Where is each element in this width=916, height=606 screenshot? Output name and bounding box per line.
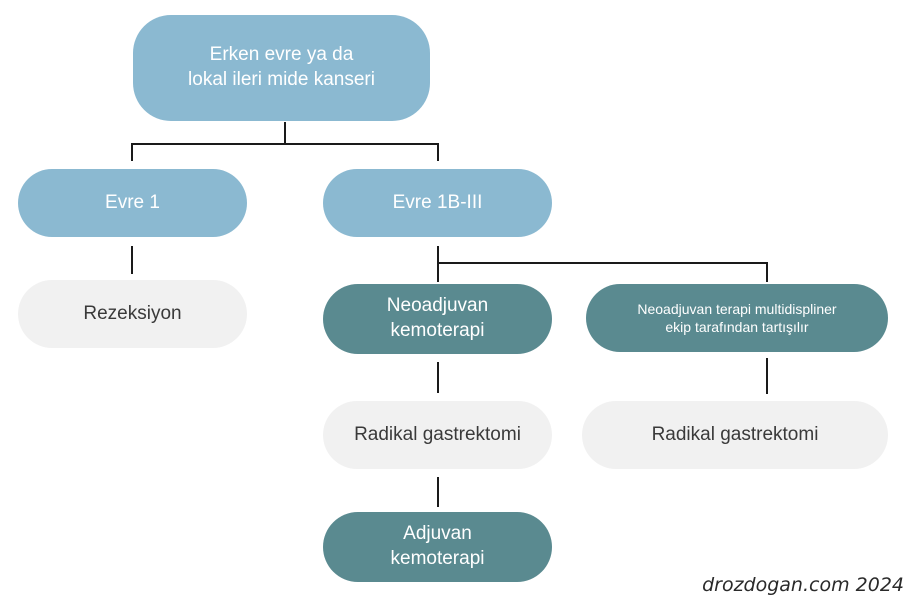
node-stage1-label: Evre 1	[105, 191, 160, 213]
node-stage1b3-label: Evre 1B-III	[392, 191, 483, 213]
connector-stage1b3-down	[437, 246, 439, 282]
connector-neochemo-radical	[437, 362, 439, 393]
node-radical-right-label: Radikal gastrektomi	[651, 423, 819, 445]
node-neoadjuvan-discussed-label: Neoadjuvan terapi multidispliner ekip ta…	[637, 300, 837, 335]
watermark-credit: drozdogan.com 2024	[702, 574, 904, 596]
node-radical-gastrectomy-left: Radikal gastrektomi	[323, 401, 552, 469]
connector-radical-adjuvan	[437, 477, 439, 507]
connector-to-neo-discussed	[766, 262, 768, 282]
connector-stage1-resection	[131, 246, 133, 274]
node-root: Erken evre ya da lokal ileri mide kanser…	[133, 15, 430, 121]
connector-to-stage1	[131, 143, 133, 161]
node-stage1b3: Evre 1B-III	[323, 169, 552, 237]
node-adjuvan-chemo: Adjuvan kemoterapi	[323, 512, 552, 582]
node-root-label: Erken evre ya da lokal ileri mide kanser…	[188, 44, 375, 90]
connector-to-stage1b3	[437, 143, 439, 161]
connector-stage1b3-horizontal	[437, 262, 768, 264]
node-resection: Rezeksiyon	[18, 280, 247, 348]
node-radical-gastrectomy-right: Radikal gastrektomi	[582, 401, 888, 469]
node-neoadjuvan-discussed: Neoadjuvan terapi multidispliner ekip ta…	[586, 284, 888, 352]
connector-root-down	[284, 122, 286, 144]
node-resection-label: Rezeksiyon	[83, 302, 182, 324]
connector-discussed-radical	[766, 358, 768, 394]
node-adjuvan-chemo-label: Adjuvan kemoterapi	[390, 523, 485, 569]
node-radical-left-label: Radikal gastrektomi	[354, 423, 521, 445]
node-stage1: Evre 1	[18, 169, 247, 237]
node-neoadjuvan-chemo-label: Neoadjuvan kemoterapi	[386, 295, 489, 341]
node-neoadjuvan-chemo: Neoadjuvan kemoterapi	[323, 284, 552, 354]
connector-root-horizontal	[131, 143, 439, 145]
